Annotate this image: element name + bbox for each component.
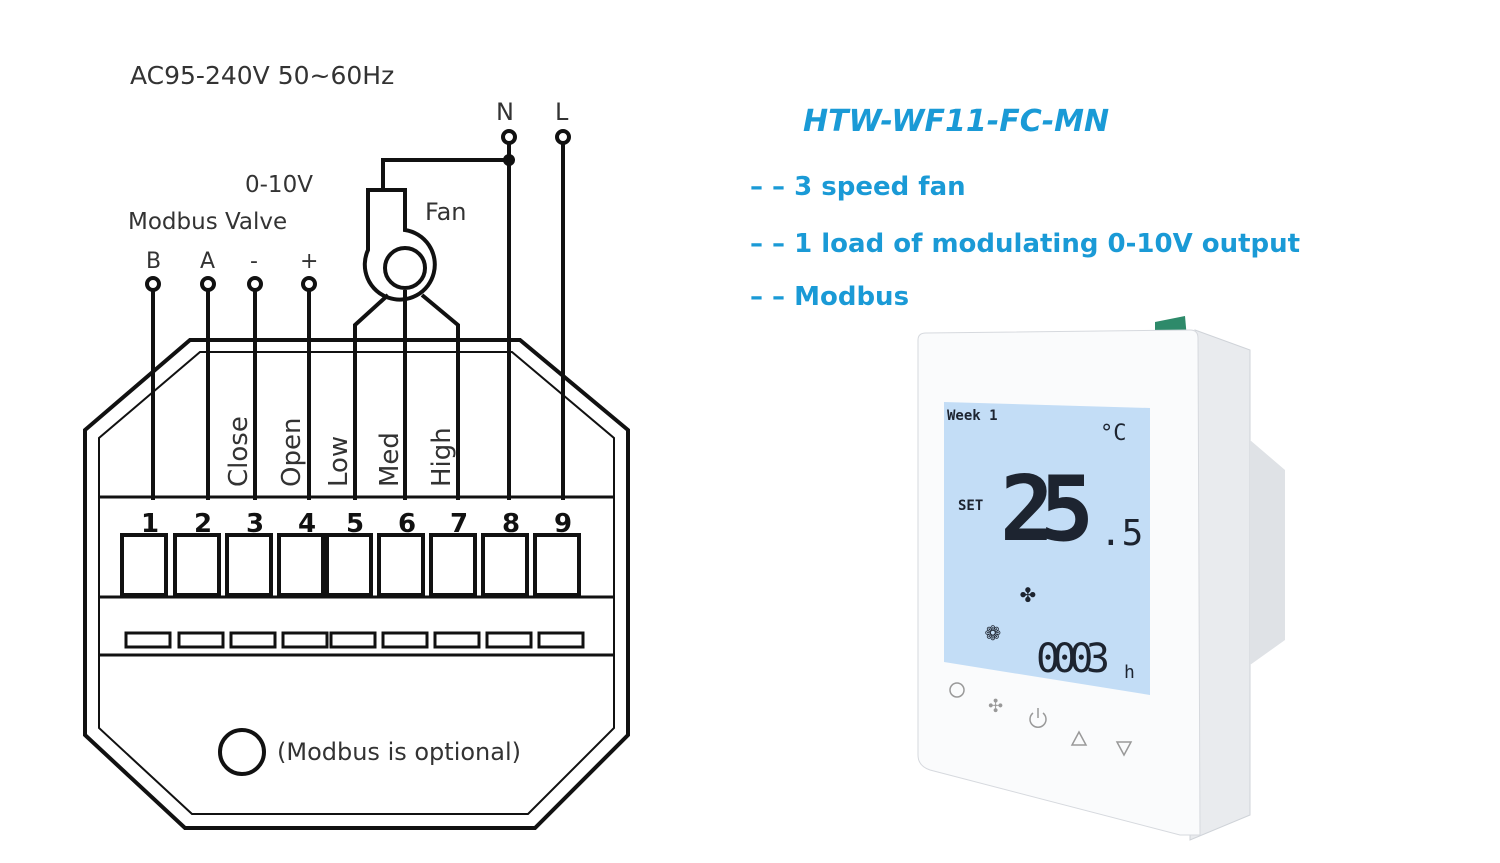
terminal-screw <box>429 533 477 597</box>
valve-voltage-label: 0-10V <box>245 172 313 198</box>
terminal-screw <box>533 533 581 597</box>
down-button[interactable] <box>1115 741 1133 757</box>
lcd-timer-unit: h <box>1124 662 1135 683</box>
terminal-slot <box>177 631 225 649</box>
neutral-label: N <box>496 98 514 126</box>
terminal-block <box>120 533 585 649</box>
modbus-optional-note: (Modbus is optional) <box>277 738 521 766</box>
power-button[interactable] <box>1029 708 1047 728</box>
lcd-set-label: SET <box>958 498 983 514</box>
terminal-slot <box>433 631 481 649</box>
terminal-slot <box>281 631 329 649</box>
terminal-number: 4 <box>298 509 316 539</box>
terminal-function-label: Open <box>277 418 307 487</box>
thermostat-device <box>917 316 1285 841</box>
fan-label: Fan <box>425 198 467 226</box>
wires <box>145 129 571 500</box>
lcd-unit: °C <box>1100 421 1127 446</box>
terminal-number: 5 <box>346 509 364 539</box>
lcd-week: Week 1 <box>947 408 998 424</box>
terminal-screw <box>225 533 273 597</box>
pin-minus: - <box>250 249 258 274</box>
terminal-slot <box>329 631 377 649</box>
terminal-function-label: Close <box>224 416 254 487</box>
terminal-slot <box>124 631 172 649</box>
feature-modbus: – – Modbus <box>750 282 909 312</box>
up-button[interactable] <box>1070 730 1088 746</box>
live-label: L <box>555 98 569 126</box>
terminal-function-label: Med <box>375 432 405 487</box>
terminal-screw <box>377 533 425 597</box>
terminal-number: 3 <box>246 509 264 539</box>
terminal-number: 6 <box>398 509 416 539</box>
terminal-slot <box>381 631 429 649</box>
lcd-timer: 0003 <box>1036 636 1110 682</box>
terminal-slot <box>485 631 533 649</box>
terminal-screw <box>325 533 373 597</box>
pin-b: B <box>146 249 161 274</box>
terminal-number: 1 <box>141 509 159 539</box>
terminal-screw <box>277 533 325 597</box>
modbus-valve-label: Modbus Valve <box>128 209 287 235</box>
terminal-number: 2 <box>194 509 212 539</box>
pin-a: A <box>200 249 215 274</box>
pin-plus: + <box>300 249 318 274</box>
terminal-screw <box>173 533 221 597</box>
feature-fan: – – 3 speed fan <box>750 172 966 202</box>
lcd-temperature-decimal: .5 <box>1100 513 1143 554</box>
terminal-function-label: High <box>427 427 457 487</box>
supply-label: AC95-240V 50~60Hz <box>130 61 394 90</box>
fan-speed-icon: ✤ <box>1020 579 1036 609</box>
terminal-number: 7 <box>450 509 468 539</box>
mode-button[interactable] <box>949 682 965 698</box>
lcd-temperature: 25 <box>1000 457 1094 562</box>
terminal-number: 8 <box>502 509 520 539</box>
terminal-slot <box>537 631 585 649</box>
terminal-function-label: Low <box>324 436 354 487</box>
fan-mode-icon: ❁ <box>985 617 1001 647</box>
terminal-number: 9 <box>554 509 572 539</box>
fan-button[interactable]: ✣ <box>988 696 1003 717</box>
terminal-screw <box>120 533 168 597</box>
terminal-screw <box>481 533 529 597</box>
lcd-screen <box>944 402 1150 695</box>
model-name: HTW-WF11-FC-MN <box>803 104 1109 139</box>
terminal-slot <box>229 631 277 649</box>
feature-output: – – 1 load of modulating 0-10V output <box>750 229 1300 259</box>
